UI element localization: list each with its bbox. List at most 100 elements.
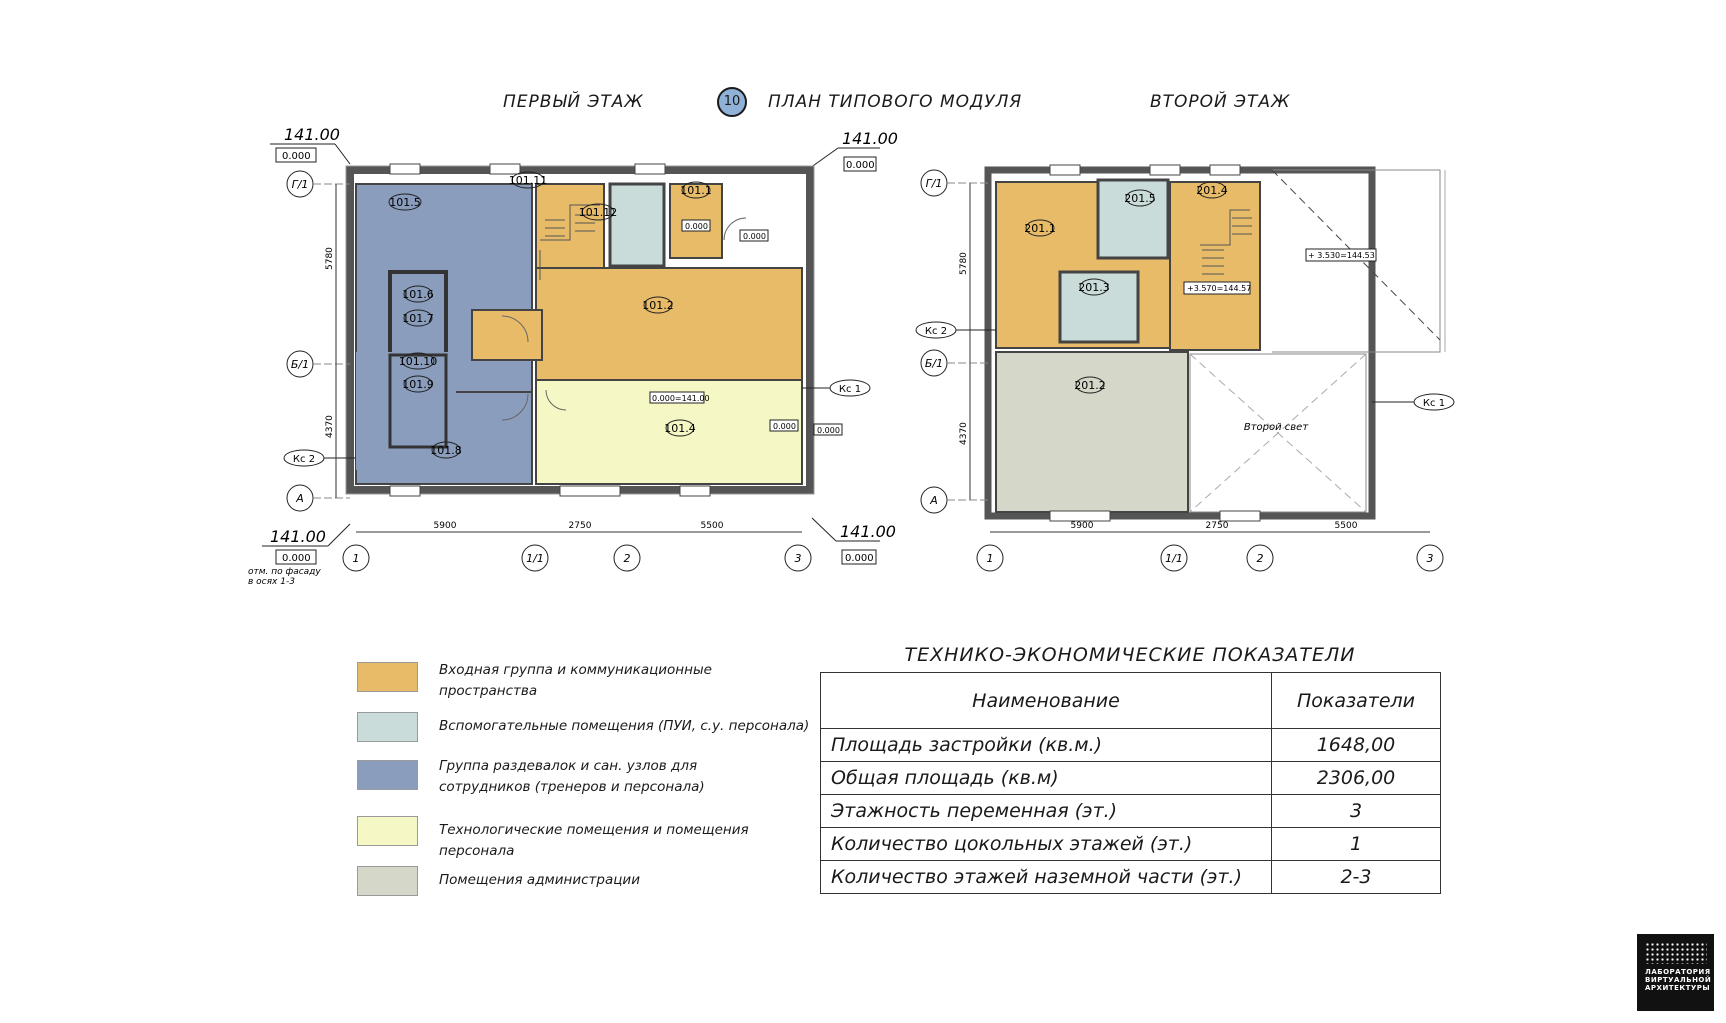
axis-col-3: 3 xyxy=(795,552,802,565)
axis-col-1-1-b: 1/1 xyxy=(1165,552,1183,565)
dim-h-5900-2: 5900 xyxy=(1071,521,1094,531)
axis-row-a-2: А xyxy=(929,494,938,507)
room-101-8: 101.8 xyxy=(430,444,462,457)
legend-swatch-technical xyxy=(357,816,418,846)
tep-header-value: Показатели xyxy=(1271,672,1441,729)
room-101-12: 101.12 xyxy=(579,206,618,219)
room-201-5: 201.5 xyxy=(1124,192,1156,205)
level-top-right: 141.00 xyxy=(842,129,898,148)
room-101-9: 101.9 xyxy=(402,378,434,391)
level-box-top-left: 0.000 xyxy=(282,151,311,162)
room-101-7: 101.7 xyxy=(402,312,434,325)
room-101-10: 101.10 xyxy=(399,355,438,368)
facade-note-2: в осях 1-3 xyxy=(248,577,295,587)
room-101-4: 101.4 xyxy=(664,422,696,435)
legend-swatch-entrance xyxy=(357,662,418,692)
axis-row-g1-2: Г/1 xyxy=(926,177,943,190)
table-row: Этажность переменная (эт.) 3 xyxy=(820,794,1441,828)
legend-text-entrance: Входная группа и коммуникационные простр… xyxy=(439,662,712,699)
legend-item-technical: Технологические помещения и помещения пе… xyxy=(357,816,817,859)
legend-item-admin: Помещения администрации xyxy=(357,866,817,898)
axis-col-1: 1 xyxy=(353,552,360,565)
first-floor-plan: 141.00 0.000 141.00 0.000 xyxy=(248,125,898,587)
room-fill-101-12 xyxy=(608,182,666,268)
tep-table: Наименование Показатели Площадь застройк… xyxy=(820,672,1441,894)
second-floor-title: ВТОРОЙ ЭТАЖ xyxy=(1150,92,1291,112)
dim-h-5900: 5900 xyxy=(434,521,457,531)
tep-row-value: 3 xyxy=(1271,794,1441,828)
legend-swatch-locker xyxy=(357,760,418,790)
mark-room-101-1-level: 0.000 xyxy=(685,222,708,231)
level-bottom-left: 141.00 xyxy=(270,527,326,546)
mark-right-level: 0.000 xyxy=(817,426,840,435)
dim-v-4370: 4370 xyxy=(325,415,335,438)
dim-h-2750-2: 2750 xyxy=(1206,521,1229,531)
level-box-top-right: 0.000 xyxy=(846,160,875,171)
axis-row-b1: Б/1 xyxy=(291,358,309,371)
room-101-6: 101.6 xyxy=(402,288,434,301)
second-floor-plan: 201.5 201.4 201.1 201.3 201.2 +3.570=144… xyxy=(915,164,1455,572)
tep-row-value: 2-3 xyxy=(1271,860,1441,894)
table-row: Количество цокольных этажей (эт.) 1 xyxy=(820,827,1441,861)
tep-row-name: Количество цокольных этажей (эт.) xyxy=(820,827,1272,861)
axis-col-1-b: 1 xyxy=(987,552,994,565)
tep-header-name: Наименование xyxy=(820,672,1272,729)
table-row: Площадь застройки (кв.м.) 1648,00 xyxy=(820,728,1441,762)
axis-col-1-1: 1/1 xyxy=(526,552,544,565)
tep-row-name: Этажность переменная (эт.) xyxy=(820,794,1272,828)
room-fill-201-2 xyxy=(995,351,1189,513)
room-201-1: 201.1 xyxy=(1024,222,1056,235)
kc1-marker: Кс 1 xyxy=(839,384,861,395)
level-box-bottom-left: 0.000 xyxy=(282,553,311,564)
axis-row-g1: Г/1 xyxy=(292,178,309,191)
legend-text-auxiliary: Вспомогательные помещения (ПУИ, с.у. пер… xyxy=(439,718,810,734)
mark-stair-level: +3.570=144.57 xyxy=(1187,284,1251,293)
level-top-left: 141.00 xyxy=(284,125,340,144)
level-box-bottom-right: 0.000 xyxy=(845,553,874,564)
tep-header-row: Наименование Показатели xyxy=(820,672,1441,729)
kc1-marker-2: Кс 1 xyxy=(1423,398,1445,409)
legend-item-locker: Группа раздевалок и сан. узлов для сотру… xyxy=(357,758,817,804)
module-number-badge: 10 xyxy=(717,87,747,117)
axis-row-b1-2: Б/1 xyxy=(925,357,943,370)
tep-row-value: 1648,00 xyxy=(1271,728,1441,762)
room-fill-201-5 xyxy=(1096,178,1170,260)
legend-item-auxiliary: Вспомогательные помещения (ПУИ, с.у. пер… xyxy=(357,712,817,744)
kc2-marker: Кс 2 xyxy=(293,454,315,465)
dim-v-4370-2: 4370 xyxy=(959,422,969,445)
room-fill-101-2 xyxy=(535,267,803,381)
dim-v-5780-2: 5780 xyxy=(959,252,969,275)
logo-dots-pattern xyxy=(1645,942,1707,964)
axis-row-a: А xyxy=(295,492,304,505)
room-101-1: 101.1 xyxy=(680,184,712,197)
dim-h-2750: 2750 xyxy=(569,521,592,531)
first-floor-title: ПЕРВЫЙ ЭТАЖ xyxy=(503,92,644,112)
legend-text-admin: Помещения администрации xyxy=(439,872,640,888)
tep-title: ТЕХНИКО-ЭКОНОМИЧЕСКИЕ ПОКАЗАТЕЛИ xyxy=(904,644,1356,666)
legend-swatch-auxiliary xyxy=(357,712,418,742)
room-201-2: 201.2 xyxy=(1074,379,1106,392)
legend-text-locker: Группа раздевалок и сан. узлов для сотру… xyxy=(439,758,705,795)
tep-row-name: Количество этажей наземной части (эт.) xyxy=(820,860,1272,894)
room-fill-201-3 xyxy=(1058,270,1140,344)
legend-swatch-admin xyxy=(357,866,418,896)
axis-col-3-b: 3 xyxy=(1427,552,1434,565)
kc2-marker-2: Кс 2 xyxy=(925,326,947,337)
dim-h-5500-2: 5500 xyxy=(1335,521,1358,531)
tep-row-value: 2306,00 xyxy=(1271,761,1441,795)
legend-text-technical: Технологические помещения и помещения пе… xyxy=(439,822,749,859)
mark-terrace-level: + 3.530=144.53 xyxy=(1308,251,1375,260)
tep-row-name: Общая площадь (кв.м) xyxy=(820,761,1272,795)
module-plan-title: ПЛАН ТИПОВОГО МОДУЛЯ xyxy=(768,92,1023,112)
room-101-5: 101.5 xyxy=(389,196,421,209)
mark-hall-small-level: 0.000 xyxy=(773,422,796,431)
mark-door-level: 0.000 xyxy=(743,232,766,241)
dim-v-5780: 5780 xyxy=(325,247,335,270)
level-bottom-right: 141.00 xyxy=(840,522,896,541)
room-201-4: 201.4 xyxy=(1196,184,1228,197)
tep-row-name: Площадь застройки (кв.м.) xyxy=(820,728,1272,762)
axis-col-2-b: 2 xyxy=(1257,552,1264,565)
dim-h-5500: 5500 xyxy=(701,521,724,531)
room-101-11: 101.11 xyxy=(509,174,548,187)
tep-row-value: 1 xyxy=(1271,827,1441,861)
